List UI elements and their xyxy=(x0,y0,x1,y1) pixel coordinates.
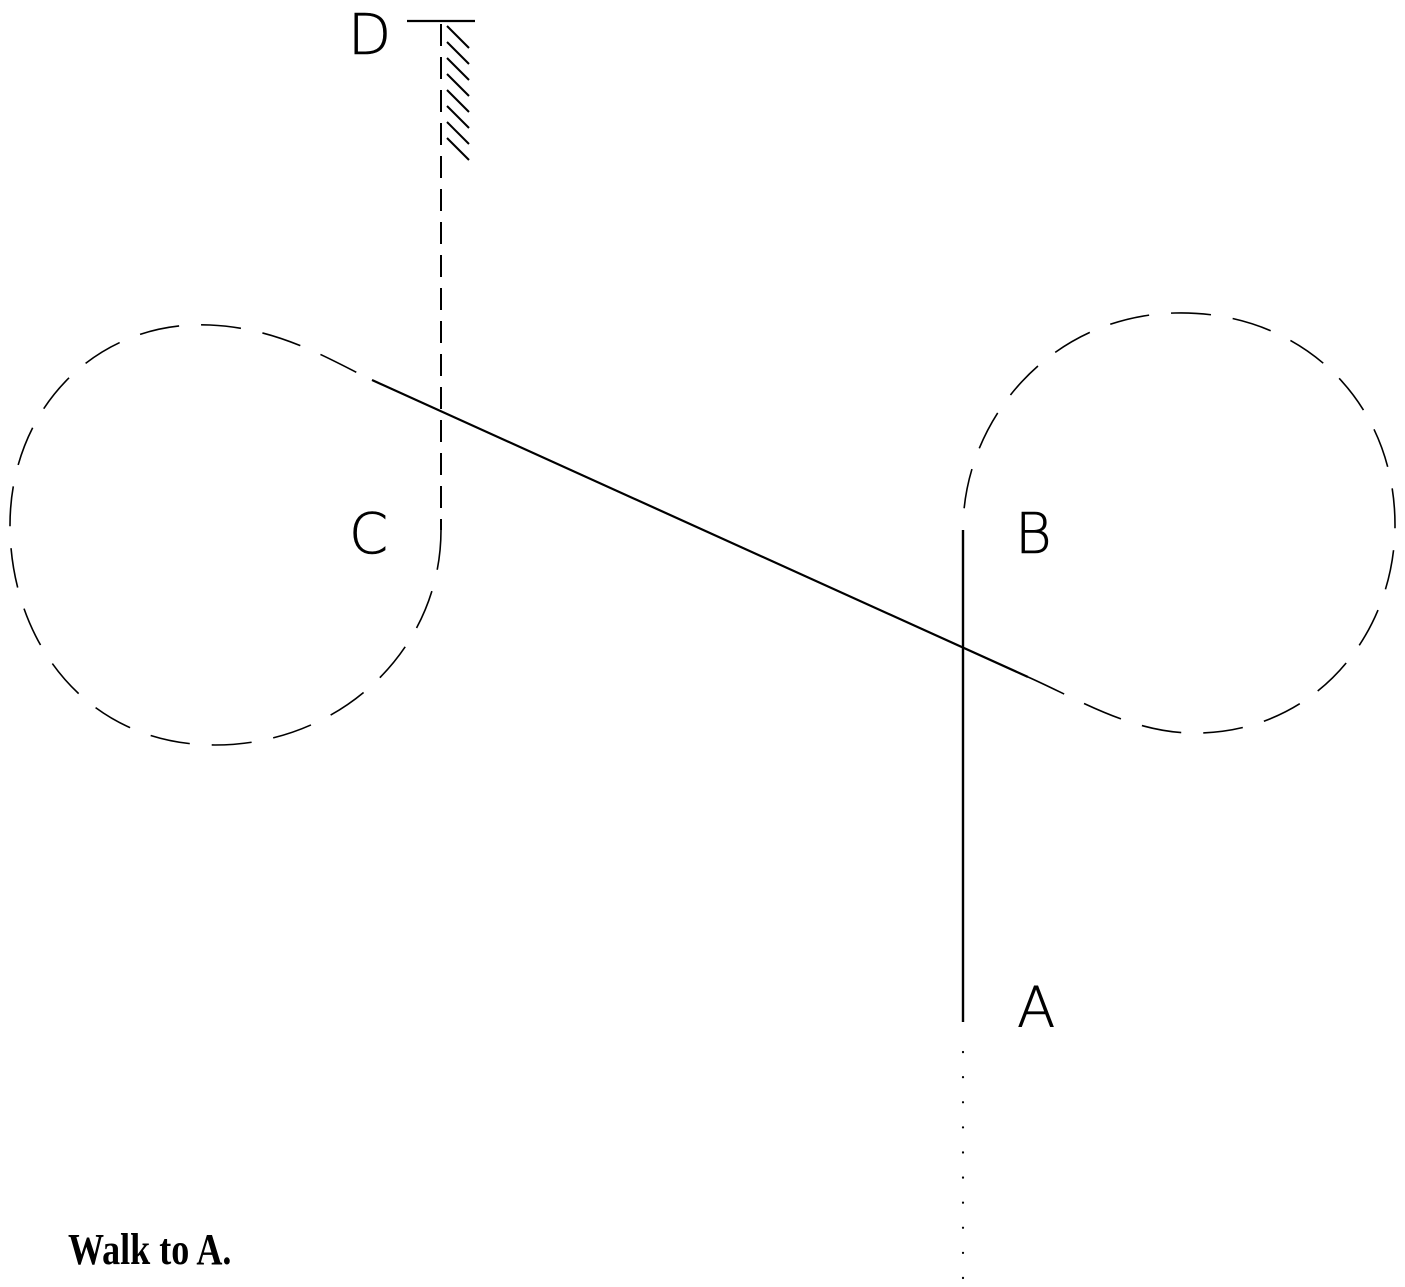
wall-d xyxy=(407,19,475,161)
wall-hatching xyxy=(446,25,470,161)
label-a: A xyxy=(1017,976,1055,1041)
dashed-loop-b xyxy=(962,312,1396,734)
label-c: C xyxy=(349,502,388,567)
dashed-loop-c xyxy=(9,324,442,746)
label-d: D xyxy=(348,3,391,68)
instruction-caption: Walk to A. xyxy=(68,1225,232,1274)
label-b: B xyxy=(1015,502,1052,567)
solid-diagonal-path xyxy=(371,378,1029,679)
